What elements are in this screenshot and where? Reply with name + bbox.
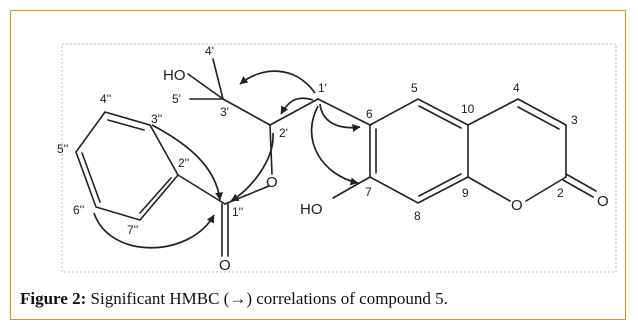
benzene-inner-c [139,177,172,214]
hmbc-arrow-h6pp-c1pp [93,212,215,249]
bond-c4-c3 [517,98,567,126]
lactone-carbonyl-oxygen-label: O [597,193,609,210]
hmbc-arrow-h1p-c3p [239,70,316,94]
locant-6: 6 [366,107,373,121]
locant-5p: 5' [172,92,181,106]
locant-3pp: 3'' [151,112,162,126]
locant-2pp: 2'' [178,156,189,170]
figure-caption-label: Figure 2: [20,289,87,308]
bond-c4-c3-inner [517,106,560,130]
hmbc-arrow-h1p-c2p [280,97,314,115]
locant-2: 2 [557,186,564,200]
ester-oxygen-label: O [266,174,278,191]
coumarin-benzo-ring [369,98,469,204]
figure-caption: Figure 2: Significant HMBC (→) correlati… [20,289,448,309]
figure-caption-text: Significant HMBC (→) correlations of com… [90,289,448,308]
coumarin-inner-a [418,105,462,129]
locant-2p: 2' [279,126,288,140]
hydroxyl-label-bottom: HO [300,201,323,218]
hmbc-arrow-h2p-c1pp [230,132,274,202]
hmbc-arrow-h1p-c7 [310,105,359,186]
hmbc-arrow-h3pp-c1pp [151,124,224,201]
bond-o1-c9 [467,176,511,202]
ring-oxygen-label: O [511,197,523,214]
benzene-inner-b [81,152,101,203]
coumarin-inner-c [418,173,462,197]
locant-10: 10 [461,102,475,116]
locant-4: 4 [513,81,520,95]
locant-7pp: 7'' [127,223,138,237]
locant-1pp: 1'' [232,205,243,219]
locant-9: 9 [462,186,469,200]
bond-c3p-c4p [212,58,224,100]
carbonyl-oxygen-label: O [219,257,231,274]
locant-4p: 4' [205,44,214,58]
hydroxyl-label-top: HO [163,67,186,84]
bond-c2-o-double-b [562,179,594,198]
locant-5: 5 [411,81,418,95]
locant-6pp: 6'' [73,203,84,217]
locant-3: 3 [571,113,578,127]
bond-c1p-c6 [317,98,371,126]
bond-c2-o-double-a [565,173,597,192]
locant-4pp: 4'' [100,92,111,106]
locant-5pp: 5'' [57,142,68,156]
bond-c3p-oh [187,73,224,100]
locant-3p: 3' [220,105,229,119]
bond-c2p-c1p [269,98,319,126]
hmbc-arrow-h1p-c6 [319,103,361,132]
bond-c10-c4 [467,98,519,126]
benzene-ring [75,111,179,221]
figure-frame [10,10,626,320]
bond-c2-o1 [525,176,567,202]
drawing-boundary [61,43,617,273]
locant-1p: 1' [318,81,327,95]
locant-7: 7 [365,185,372,199]
bond-c7-oh [332,176,371,199]
bond-c3p-c2p [222,98,271,126]
locant-8: 8 [414,209,421,223]
benzene-inner-a [107,119,145,131]
